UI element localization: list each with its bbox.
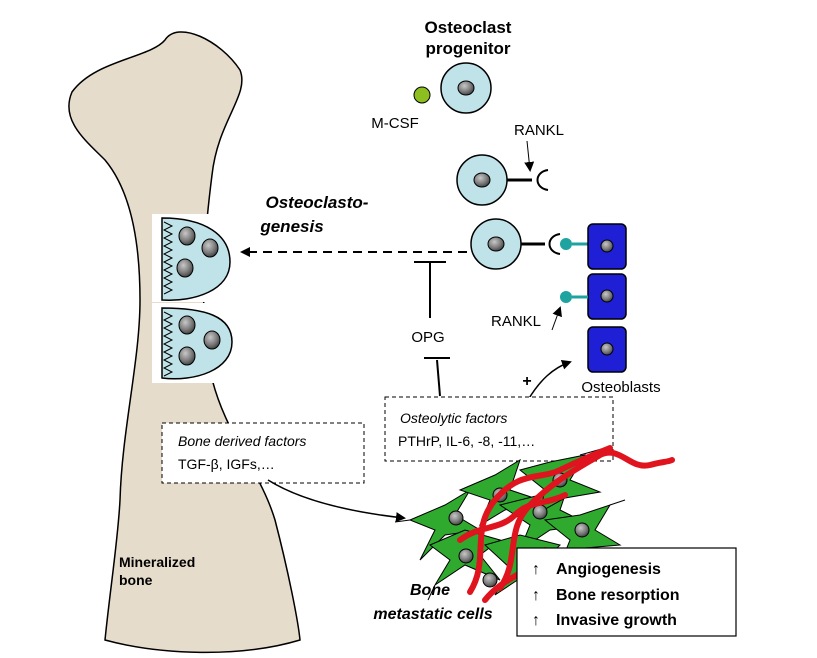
osteoclast-bottom	[152, 303, 242, 383]
effect-arrow-0: ↑	[532, 561, 540, 578]
rankl-ligand-free	[560, 291, 572, 303]
bone-factors-items: TGF-β, IGFs,…	[178, 456, 275, 472]
effects-box	[516, 547, 737, 637]
mcsf-label: M-CSF	[371, 115, 419, 132]
rankl-top-arrow	[524, 140, 535, 172]
bone-factors-arrow	[267, 479, 406, 523]
rankl-ligand-bound	[560, 238, 572, 250]
stimulation-plus: +	[522, 373, 531, 390]
osteolytic-factors-items: PTHrP, IL-6, -8, -11,…	[398, 433, 535, 449]
osteoclastogenesis-label-line1: Osteoclasto-	[266, 193, 369, 212]
effect-arrow-2: ↑	[532, 612, 540, 629]
progenitor-nucleus-1	[457, 80, 475, 96]
rankl-label-mid: RANKL	[491, 313, 541, 330]
bone-factors-box	[161, 422, 365, 484]
progenitor-nucleus-2	[473, 172, 491, 188]
mineralized-bone-label-line2: bone	[119, 572, 153, 588]
mcsf-molecule	[413, 86, 431, 104]
rankl-label-top: RANKL	[514, 122, 564, 139]
bone-factors-title: Bone derived factors	[178, 433, 306, 449]
rankl-mid-arrow	[551, 306, 562, 331]
osteoclast-progenitor-title-line2: progenitor	[426, 39, 511, 58]
rank-receptor-cup-2	[536, 169, 549, 191]
opg-label: OPG	[411, 329, 444, 346]
effect-text-2: Invasive growth	[556, 612, 677, 629]
effect-text-1: Bone resorption	[556, 587, 680, 604]
mineralized-bone-label-line1: Mineralized	[119, 554, 195, 570]
stimulation-arrow	[527, 359, 572, 401]
metastatic-cells-label-line2: metastatic cells	[373, 606, 492, 623]
osteoblasts-stack	[587, 223, 627, 373]
osteoclastogenesis-label-line2: genesis	[259, 217, 323, 236]
effect-text-0: Angiogenesis	[556, 561, 661, 578]
rank-receptor-cup-3	[548, 233, 561, 255]
osteolytic-factors-box	[384, 396, 614, 462]
metastatic-cells-label-line1: Bone	[410, 582, 450, 599]
opg-suppression-line	[436, 359, 441, 397]
osteoclast-progenitor-title-line1: Osteoclast	[425, 18, 512, 37]
osteoblasts-label: Osteoblasts	[581, 379, 660, 396]
osteolytic-factors-title: Osteolytic factors	[400, 410, 507, 426]
progenitor-nucleus-3	[487, 236, 505, 252]
osteoclast-top	[152, 214, 242, 302]
effect-arrow-1: ↑	[532, 587, 540, 604]
